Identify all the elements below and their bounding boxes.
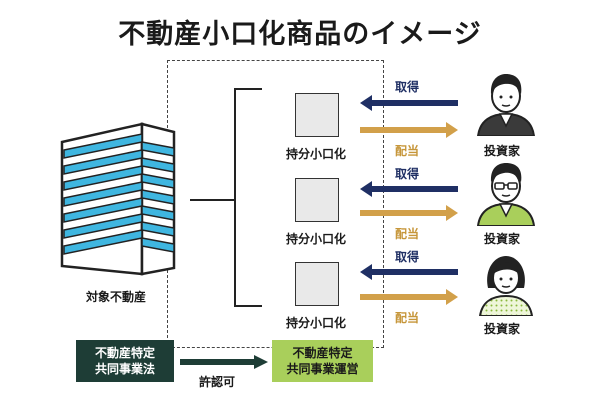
acquire-label: 取得 bbox=[395, 167, 420, 181]
dividend-label: 配当 bbox=[395, 227, 420, 241]
dividend-arrow bbox=[360, 122, 458, 138]
share-box bbox=[295, 93, 339, 137]
bracket-line bbox=[234, 88, 236, 306]
investor-icon bbox=[476, 74, 536, 136]
acquire-label: 取得 bbox=[395, 250, 420, 264]
acquire-arrow bbox=[360, 95, 458, 111]
building-icon bbox=[60, 122, 176, 276]
investor-label: 投資家 bbox=[484, 144, 521, 158]
permit-arrow bbox=[180, 355, 268, 369]
acquire-arrow bbox=[360, 264, 458, 280]
law-box-line2: 共同事業法 bbox=[94, 362, 155, 376]
investor-label: 投資家 bbox=[484, 322, 521, 336]
bracket-bottom bbox=[234, 305, 262, 307]
law-box: 不動産特定 共同事業法 bbox=[76, 340, 174, 382]
investor-label: 投資家 bbox=[484, 232, 521, 246]
dividend-arrow bbox=[360, 205, 458, 221]
law-box-line1: 不動産特定 bbox=[94, 346, 155, 360]
page-title: 不動産小口化商品のイメージ bbox=[118, 19, 482, 50]
business-box: 不動産特定 共同事業運営 bbox=[272, 340, 373, 382]
acquire-arrow bbox=[360, 181, 458, 197]
investor-icon bbox=[476, 163, 536, 226]
dividend-label: 配当 bbox=[395, 311, 420, 325]
dividend-label: 配当 bbox=[395, 144, 420, 158]
dividend-arrow bbox=[360, 289, 458, 305]
permit-label: 許認可 bbox=[199, 375, 236, 389]
share-label: 持分小口化 bbox=[286, 316, 347, 330]
bracket-top bbox=[234, 88, 262, 90]
connector-line bbox=[190, 199, 234, 201]
business-box-line1: 不動産特定 bbox=[292, 346, 353, 360]
share-box bbox=[295, 262, 339, 306]
share-label: 持分小口化 bbox=[286, 232, 347, 246]
acquire-label: 取得 bbox=[395, 80, 420, 94]
property-label: 対象不動産 bbox=[86, 290, 147, 304]
share-box bbox=[295, 178, 339, 222]
investor-icon bbox=[478, 256, 534, 316]
product-scope-box bbox=[167, 60, 384, 348]
share-label: 持分小口化 bbox=[286, 147, 347, 161]
business-box-line2: 共同事業運営 bbox=[286, 362, 359, 376]
